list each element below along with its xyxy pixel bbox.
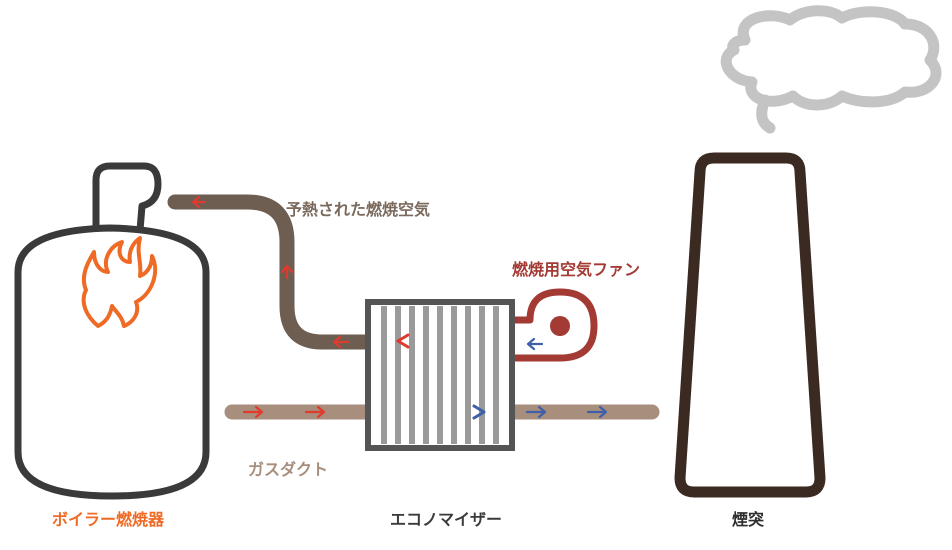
arrow-icon	[242, 405, 264, 419]
label-boiler: ボイラー燃焼器	[52, 510, 165, 529]
label-chimney: 煙突	[732, 510, 765, 529]
label-economizer: エコノマイザー	[390, 510, 503, 529]
label-preheated-air: 予熱された燃焼空気	[286, 200, 431, 219]
chimney-icon	[674, 152, 826, 498]
arrow-icon	[332, 335, 350, 349]
arrow-icon	[280, 264, 294, 280]
smoke-icon	[720, 5, 942, 134]
boiler-icon	[14, 162, 210, 500]
economizer-icon	[365, 299, 515, 451]
label-fan: 燃焼用空気ファン	[512, 260, 641, 279]
arrow-icon	[525, 405, 547, 419]
arrow-icon	[191, 195, 207, 209]
arrow-icon	[586, 405, 608, 419]
label-gas-duct: ガスダクト	[248, 460, 329, 479]
fan-icon	[512, 288, 598, 362]
flame-icon	[81, 236, 158, 328]
arrow-icon	[304, 405, 326, 419]
